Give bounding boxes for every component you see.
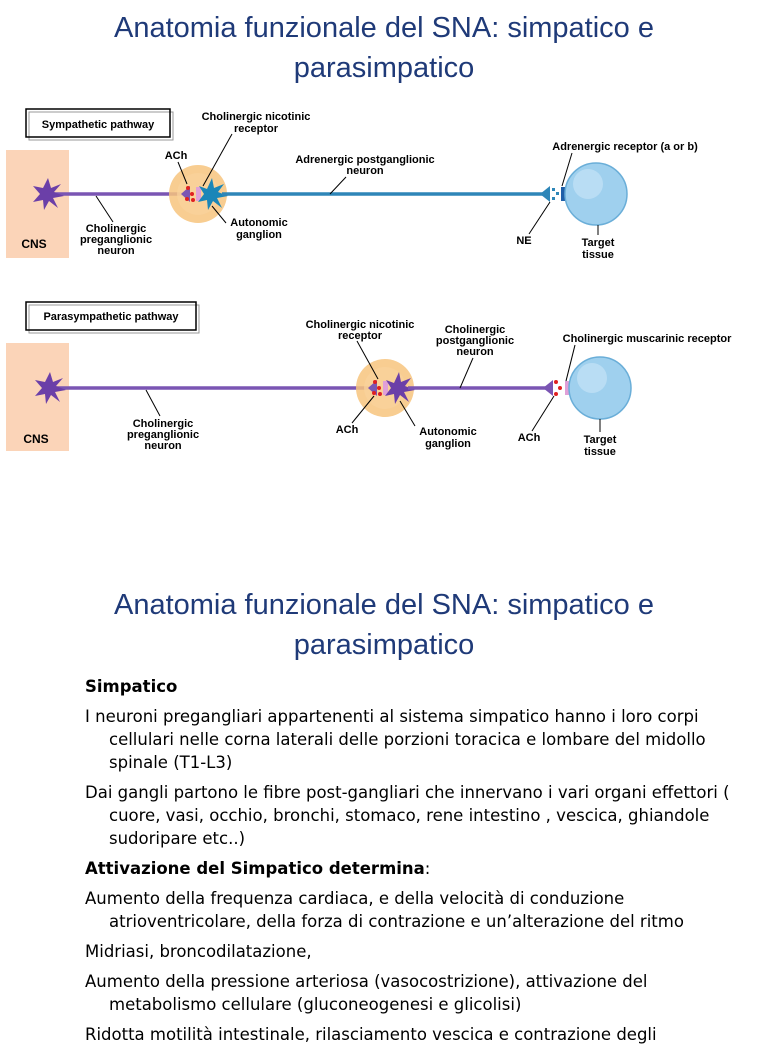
target-tissue-label-2: tissue xyxy=(584,446,616,458)
preganglionic-label-1: Cholinergic xyxy=(86,223,147,235)
postganglionic-label-1: Adrenergic postganglionic xyxy=(295,154,434,166)
nicotinic-receptor-label-1: Cholinergic nicotinic xyxy=(306,319,415,331)
ganglion-neuron-body xyxy=(198,178,228,210)
ganglion-neuron-body xyxy=(385,372,415,404)
postganglionic-terminal xyxy=(540,186,550,202)
target-tissue-label-1: Target xyxy=(582,237,615,249)
section-heading-simpatico: Simpatico xyxy=(85,677,178,696)
parasympathetic-pathway-box xyxy=(25,301,197,331)
cns-neuron-body xyxy=(35,372,66,404)
adrenergic-receptor xyxy=(561,187,567,201)
cns-box xyxy=(6,343,69,451)
sympathetic-pathway: Sympathetic pathway CNS Cholinergic nico… xyxy=(6,108,698,261)
nicotinic-receptor-label-2: receptor xyxy=(234,123,279,135)
slide-2-body: Simpatico I neuroni pregangliari apparte… xyxy=(85,675,745,1053)
slide-1-title: Anatomia funzionale del SNA: simpatico e… xyxy=(113,12,654,84)
preganglionic-label-1: Cholinergic xyxy=(133,418,194,430)
target-tissue-label-2: tissue xyxy=(582,249,614,261)
paragraph-intestinal: Ridotta motilità intestinale, rilasciame… xyxy=(85,1025,657,1044)
slide-2-title: Anatomia funzionale del SNA: simpatico e… xyxy=(113,589,654,661)
activation-heading: Attivazione del Simpatico determina: xyxy=(85,859,431,878)
postganglionic-label-3: neuron xyxy=(456,346,494,358)
ach-target-label: ACh xyxy=(518,432,541,444)
muscarinic-receptor-label: Cholinergic muscarinic receptor xyxy=(563,333,732,345)
cns-label: CNS xyxy=(21,237,46,251)
ganglion-label-1: Autonomic xyxy=(230,217,287,229)
cns-neuron-body xyxy=(33,178,64,210)
postganglionic-label-2: postganglionic xyxy=(436,335,514,347)
preganglionic-label-3: neuron xyxy=(144,440,182,452)
nicotinic-receptor xyxy=(383,381,388,395)
postganglionic-label-1: Cholinergic xyxy=(445,324,506,336)
ganglion-label-2: ganglion xyxy=(236,229,282,241)
ach-ganglion-label: ACh xyxy=(336,424,359,436)
ach-vesicles xyxy=(372,380,382,396)
nicotinic-receptor-label-1: Cholinergic nicotinic xyxy=(202,111,311,123)
paragraph-preganglionic: I neuroni pregangliari appartenenti al s… xyxy=(85,707,706,772)
ne-label: NE xyxy=(516,235,531,247)
preganglionic-label-2: preganglionic xyxy=(127,429,199,441)
adrenergic-receptor-label: Adrenergic receptor (a or b) xyxy=(552,141,698,153)
paragraph-pressure: Aumento della pressione arteriosa (vasoc… xyxy=(85,972,648,1014)
nicotinic-receptor xyxy=(196,187,201,201)
ach-label: ACh xyxy=(165,150,188,162)
target-tissue-label-1: Target xyxy=(584,434,617,446)
cns-box xyxy=(6,150,69,258)
ne-vesicles xyxy=(552,188,559,200)
sympathetic-pathway-label: Sympathetic pathway xyxy=(42,119,155,131)
preganglionic-label-3: neuron xyxy=(97,245,135,257)
postganglionic-terminal xyxy=(543,380,553,396)
cns-label: CNS xyxy=(23,432,48,446)
ganglion-label-2: ganglion xyxy=(425,438,471,450)
ach-vesicles-target xyxy=(554,380,562,396)
paragraph-cardiac: Aumento della frequenza cardiaca, e dell… xyxy=(85,889,684,931)
parasympathetic-pathway-label: Parasympathetic pathway xyxy=(43,311,179,323)
ach-vesicles xyxy=(185,186,195,202)
nicotinic-receptor-label-2: receptor xyxy=(338,330,383,342)
autonomic-pathways-diagram: Sympathetic pathway CNS Cholinergic nico… xyxy=(6,108,732,458)
postganglionic-label-2: neuron xyxy=(346,165,384,177)
paragraph-postganglionic: Dai gangli partono le fibre post-ganglia… xyxy=(85,783,730,848)
ganglion-label-1: Autonomic xyxy=(419,426,476,438)
paragraph-midriasi: Midriasi, broncodilatazione, xyxy=(85,942,312,961)
sympathetic-pathway-box xyxy=(25,108,171,138)
parasympathetic-pathway: Parasympathetic pathway CNS Cholinergic … xyxy=(6,301,732,458)
preganglionic-label-2: preganglionic xyxy=(80,234,152,246)
